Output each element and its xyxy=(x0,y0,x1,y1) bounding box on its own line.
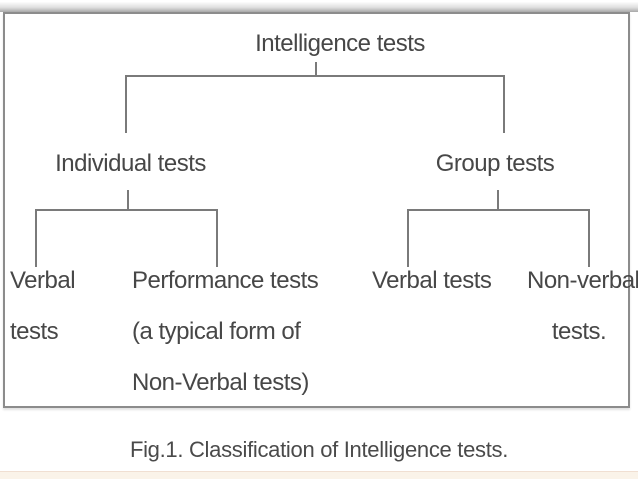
leaf-non-verbal-tests: Non-verbal tests. xyxy=(527,267,638,369)
diagram-border-box xyxy=(3,12,630,408)
connector-individual-drop xyxy=(125,75,127,133)
connector-group-hline xyxy=(407,209,590,211)
leaf-verbal-tests-group: Verbal tests xyxy=(372,267,492,294)
connector-root-stub xyxy=(315,62,317,77)
connector-level1-hline xyxy=(125,75,505,77)
node-intelligence-tests: Intelligence tests xyxy=(255,30,425,57)
leaf-line: Verbal xyxy=(10,267,76,294)
node-group-tests: Group tests xyxy=(435,150,555,177)
leaf-line: tests xyxy=(10,318,59,345)
figure-caption: Fig.1. Classification of Intelligence te… xyxy=(129,437,509,462)
leaf-line: Performance tests xyxy=(132,267,319,294)
connector-nonverbal-drop xyxy=(588,209,590,267)
leaf-line: tests. xyxy=(551,318,607,345)
top-shadow-band xyxy=(0,2,638,12)
connector-verbal-grp-drop xyxy=(407,209,409,267)
connector-individual-stub xyxy=(127,190,129,211)
node-individual-tests: Individual tests xyxy=(55,150,206,177)
leaf-line: Non-verbal xyxy=(527,267,638,294)
leaf-line: (a typical form of xyxy=(132,318,301,345)
leaf-performance-tests: Performance tests (a typical form of Non… xyxy=(132,267,319,420)
connector-individual-hline xyxy=(35,209,218,211)
connector-performance-drop xyxy=(216,209,218,267)
connector-group-stub xyxy=(497,190,499,211)
leaf-verbal-tests-individual: Verbal tests xyxy=(10,267,76,369)
connector-group-drop xyxy=(503,75,505,133)
bottom-strip xyxy=(0,471,638,479)
leaf-line: Non-Verbal tests) xyxy=(132,369,309,396)
connector-verbal-ind-drop xyxy=(35,209,37,267)
